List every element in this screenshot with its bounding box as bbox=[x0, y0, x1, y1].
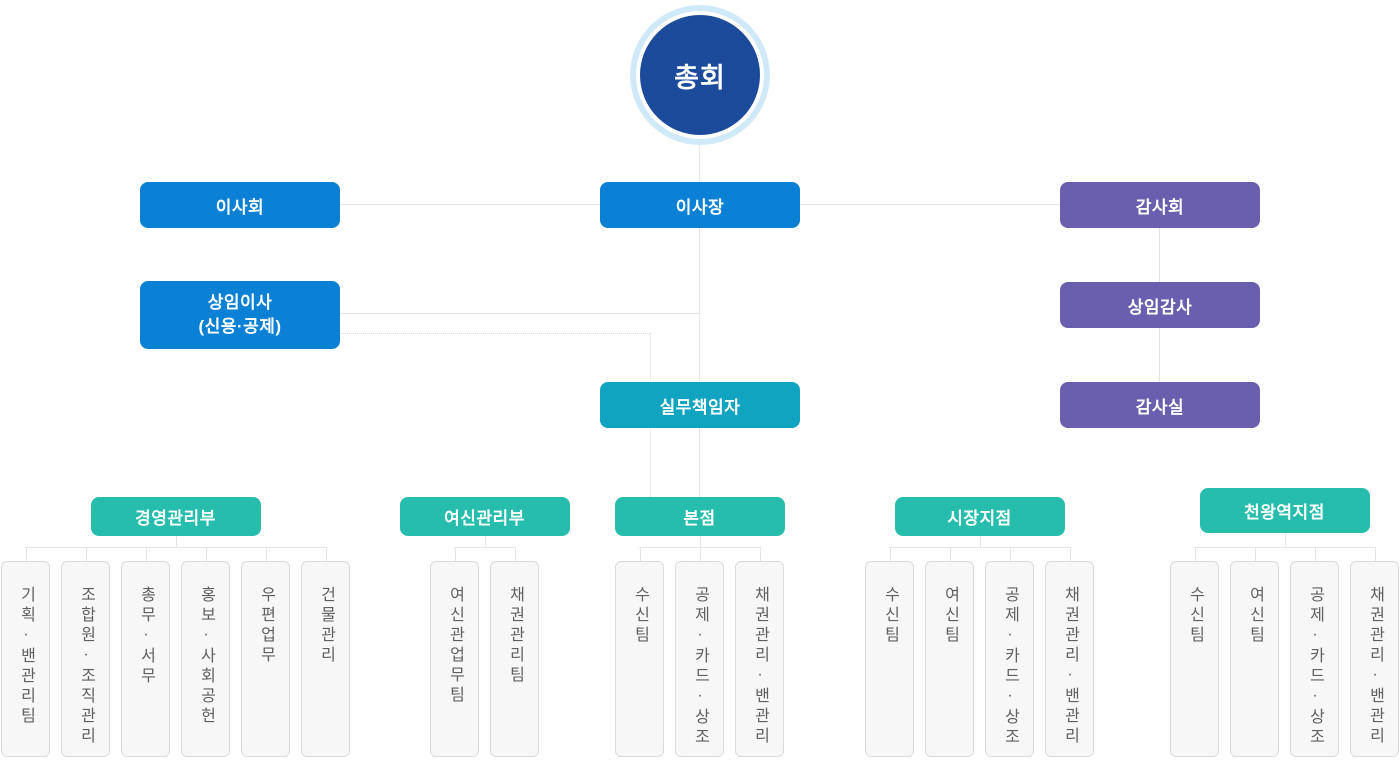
team-label: 홍보·사회공헌 bbox=[197, 586, 215, 727]
team-label: 공제·카드·상조 bbox=[1306, 586, 1324, 748]
team-box: 수신팀 bbox=[615, 547, 664, 757]
dept-headoffice-node: 본점 bbox=[614, 497, 785, 536]
connector-dept-stub bbox=[979, 536, 981, 547]
working-manager-node: 실무책임자 bbox=[600, 382, 800, 428]
team-box: 공제·카드·상조 bbox=[675, 547, 724, 757]
team-label: 조합원·조직관리 bbox=[77, 586, 95, 747]
dept-cheonwang-branch-teams: 수신팀 여신팀 공제·카드·상조 채권관리·밴관리 bbox=[1170, 547, 1399, 757]
team-box: 채권관리·밴관리 bbox=[735, 547, 784, 757]
team-label: 수신팀 bbox=[631, 586, 649, 646]
team-box: 여신팀 bbox=[925, 547, 974, 757]
team-label: 여신관업무팀 bbox=[446, 586, 464, 706]
connector-board-chairman bbox=[340, 204, 600, 205]
board-node: 이사회 bbox=[140, 182, 340, 228]
team-label: 채권관리팀 bbox=[506, 586, 524, 686]
team-label: 우편업무 bbox=[257, 586, 275, 666]
connector-executive-horizontal bbox=[340, 313, 700, 314]
chairman-label: 이사장 bbox=[675, 197, 725, 217]
connector-assembly-stem bbox=[699, 145, 700, 182]
connector-dept-children bbox=[25, 547, 326, 548]
team-label: 채권관리·밴관리 bbox=[1366, 586, 1384, 747]
team-box: 총무·서무 bbox=[121, 547, 170, 757]
executive-director-label-line2: (신용·공제) bbox=[198, 317, 282, 336]
team-box: 공제·카드·상조 bbox=[985, 547, 1034, 757]
dept-credit-label: 여신관리부 bbox=[444, 509, 525, 528]
connector-dept-children bbox=[454, 547, 515, 548]
dept-market-branch-node: 시장지점 bbox=[894, 497, 1065, 536]
team-box: 건물관리 bbox=[301, 547, 350, 757]
team-box: 우편업무 bbox=[241, 547, 290, 757]
connector-auditcommittee-down bbox=[1159, 228, 1160, 282]
team-label: 여신팀 bbox=[941, 586, 959, 646]
dept-credit-teams: 여신관업무팀 채권관리팀 bbox=[430, 547, 539, 757]
team-label: 공제·카드·상조 bbox=[1001, 586, 1019, 748]
connector-chairman-audit bbox=[800, 204, 1060, 205]
audit-committee-node: 감사회 bbox=[1060, 182, 1260, 228]
executive-director-label-line1: 상임이사 bbox=[207, 293, 273, 313]
team-box: 홍보·사회공헌 bbox=[181, 547, 230, 757]
audit-office-label: 감사실 bbox=[1135, 397, 1185, 417]
standing-auditor-node: 상임감사 bbox=[1060, 282, 1260, 328]
chairman-node: 이사장 bbox=[600, 182, 800, 228]
team-box: 여신팀 bbox=[1230, 547, 1279, 757]
team-box: 조합원·조직관리 bbox=[61, 547, 110, 757]
team-box: 여신관업무팀 bbox=[430, 547, 479, 757]
team-box: 수신팀 bbox=[1170, 547, 1219, 757]
general-assembly-node: 총회 bbox=[630, 5, 770, 145]
team-label: 수신팀 bbox=[881, 586, 899, 646]
team-label: 총무·서무 bbox=[137, 586, 155, 687]
team-label: 기획·밴관리팀 bbox=[17, 586, 35, 727]
dept-management-teams: 기획·밴관리팀 조합원·조직관리 총무·서무 홍보·사회공헌 우편업무 건물관리 bbox=[1, 547, 350, 757]
connector-standingauditor-down bbox=[1159, 328, 1160, 382]
connector-dept-children bbox=[889, 547, 1070, 548]
audit-office-node: 감사실 bbox=[1060, 382, 1260, 428]
connector-dept-stub bbox=[1284, 533, 1286, 547]
dept-management-label: 경영관리부 bbox=[135, 509, 216, 528]
team-box: 채권관리팀 bbox=[490, 547, 539, 757]
dept-headoffice-label: 본점 bbox=[683, 509, 716, 528]
general-assembly-circle: 총회 bbox=[636, 11, 764, 139]
team-box: 수신팀 bbox=[865, 547, 914, 757]
executive-director-node: 상임이사 (신용·공제) bbox=[140, 281, 340, 349]
dept-credit-node: 여신관리부 bbox=[399, 497, 570, 536]
team-box: 채권관리·밴관리 bbox=[1045, 547, 1094, 757]
connector-dept-stub bbox=[175, 536, 177, 547]
dept-market-branch-teams: 수신팀 여신팀 공제·카드·상조 채권관리·밴관리 bbox=[865, 547, 1094, 757]
general-assembly-label: 총회 bbox=[674, 62, 726, 93]
team-box: 채권관리·밴관리 bbox=[1350, 547, 1399, 757]
team-box: 공제·카드·상조 bbox=[1290, 547, 1339, 757]
connector-chairman-down bbox=[699, 228, 700, 382]
team-label: 채권관리·밴관리 bbox=[1061, 586, 1079, 747]
team-label: 채권관리·밴관리 bbox=[751, 586, 769, 747]
audit-committee-label: 감사회 bbox=[1135, 197, 1185, 217]
working-manager-label: 실무책임자 bbox=[659, 397, 741, 417]
connector-dept-children bbox=[1194, 547, 1375, 548]
dept-cheonwang-branch-node: 천왕역지점 bbox=[1199, 488, 1370, 533]
team-label: 공제·카드·상조 bbox=[691, 586, 709, 748]
team-label: 건물관리 bbox=[317, 586, 335, 666]
team-box: 기획·밴관리팀 bbox=[1, 547, 50, 757]
team-label: 여신팀 bbox=[1246, 586, 1264, 646]
dept-management-node: 경영관리부 bbox=[90, 497, 261, 536]
board-label: 이사회 bbox=[215, 197, 265, 217]
connector-manager-down bbox=[699, 428, 700, 497]
dept-market-branch-label: 시장지점 bbox=[947, 509, 1012, 528]
dept-headoffice-teams: 수신팀 공제·카드·상조 채권관리·밴관리 bbox=[615, 547, 784, 757]
connector-dept-stub bbox=[699, 536, 701, 547]
connector-executive-dotted-horizontal bbox=[340, 333, 650, 334]
dept-cheonwang-branch-label: 천왕역지점 bbox=[1244, 503, 1325, 522]
standing-auditor-label: 상임감사 bbox=[1127, 297, 1193, 317]
connector-dept-stub bbox=[484, 536, 486, 547]
team-label: 수신팀 bbox=[1186, 586, 1204, 646]
